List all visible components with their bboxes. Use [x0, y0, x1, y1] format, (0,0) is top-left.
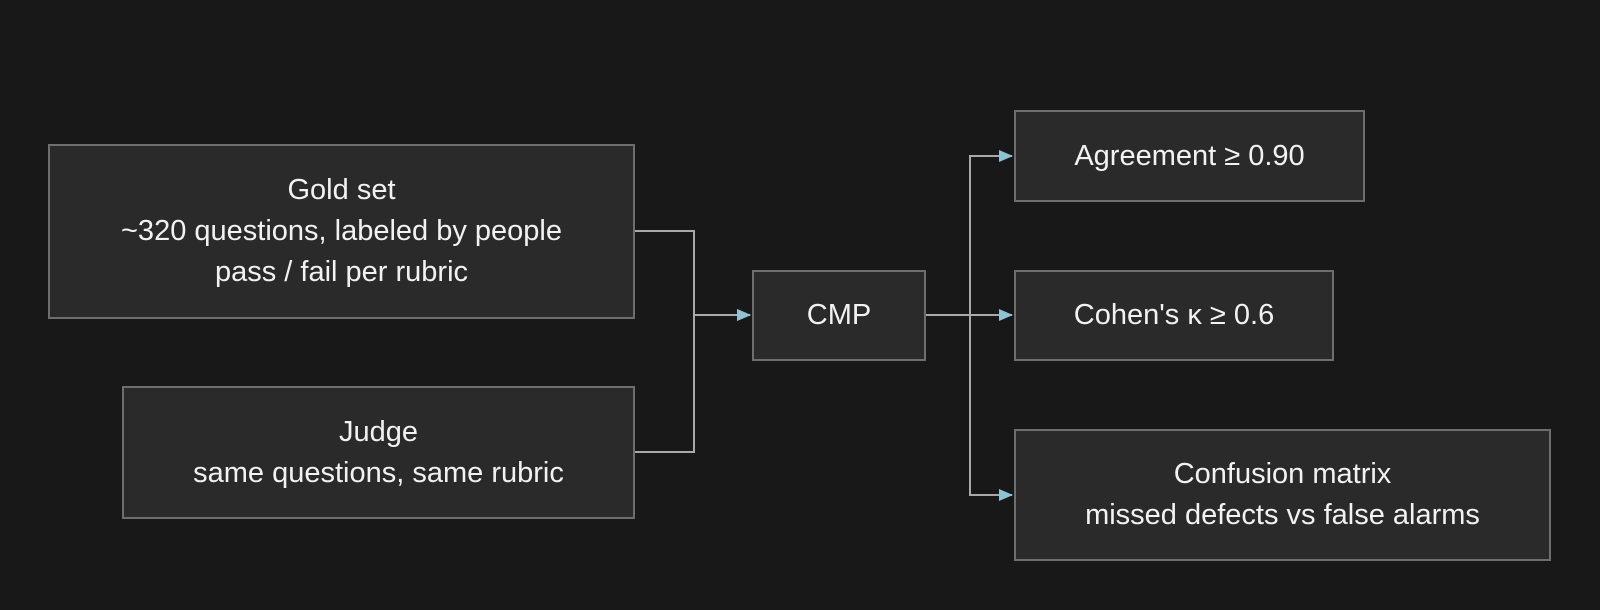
agreement-label: Agreement ≥ 0.90	[1074, 139, 1305, 172]
gold-set-node: Gold set ~320 questions, labeled by peop…	[48, 144, 635, 319]
judge-description: same questions, same rubric	[193, 456, 564, 489]
confusion-matrix-node: Confusion matrix missed defects vs false…	[1014, 429, 1551, 561]
edge-cmp-to-confusion	[926, 314, 1013, 501]
edge-cmp-to-agreement	[926, 150, 1013, 316]
agreement-node: Agreement ≥ 0.90	[1014, 110, 1365, 202]
gold-set-title: Gold set	[287, 174, 396, 206]
gold-set-count: ~320 questions, labeled by people	[121, 215, 562, 247]
gold-set-rubric: pass / fail per rubric	[214, 256, 469, 288]
cmp-label: CMP	[806, 299, 872, 331]
cmp-node: CMP	[752, 270, 926, 361]
edge-judge-to-cmp	[635, 309, 751, 453]
judge-title: Judge	[338, 415, 418, 448]
confusion-title: Confusion matrix	[1173, 458, 1392, 490]
kappa-label: Cohen's κ ≥ 0.6	[1073, 299, 1275, 331]
judge-node: Judge same questions, same rubric	[122, 386, 635, 519]
edge-gold-set-to-cmp	[635, 230, 751, 321]
confusion-description: missed defects vs false alarms	[1085, 499, 1480, 531]
kappa-node: Cohen's κ ≥ 0.6	[1014, 270, 1334, 361]
